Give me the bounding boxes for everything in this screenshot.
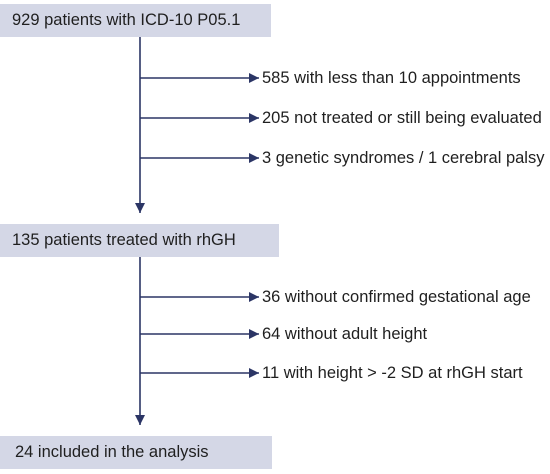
exclusion-label-1-2: 205 not treated or still being evaluated: [262, 109, 542, 127]
exclusion-label-2-1: 36 without confirmed gestational age: [262, 288, 531, 306]
exclusion-label-1-3: 3 genetic syndromes / 1 cerebral palsy: [262, 149, 545, 167]
initial-population-box: 929 patients with ICD-10 P05.1: [0, 4, 271, 37]
analysis-population-box: 24 included in the analysis: [0, 436, 272, 469]
treated-population-box: 135 patients treated with rhGH: [0, 224, 279, 257]
exclusion-label-1-1: 585 with less than 10 appointments: [262, 69, 521, 87]
exclusion-label-2-2: 64 without adult height: [262, 325, 428, 343]
exclusion-label-2-3: 11 with height > -2 SD at rhGH start: [262, 364, 523, 382]
